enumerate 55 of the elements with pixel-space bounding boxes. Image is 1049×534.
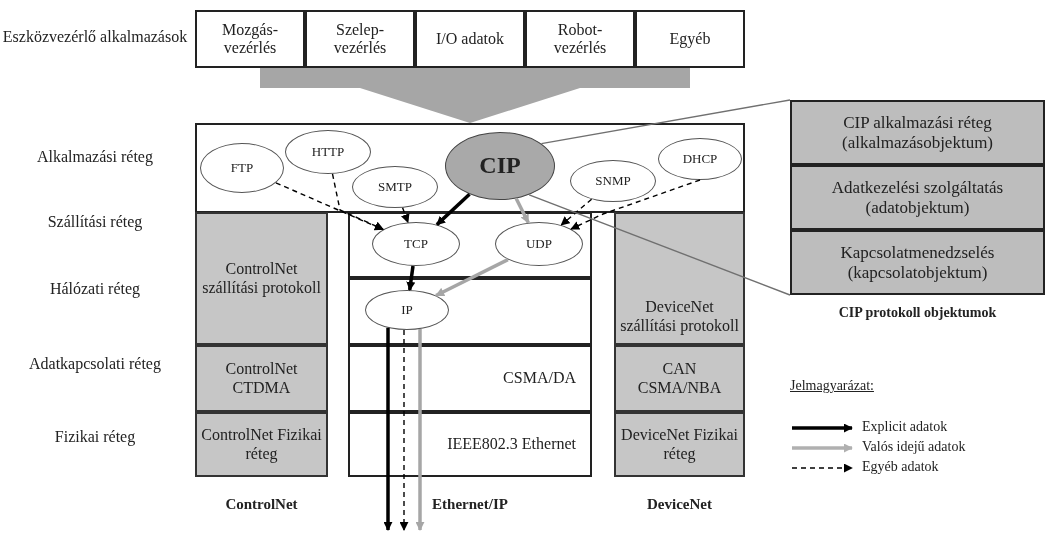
protocol-ellipse: IP bbox=[365, 290, 449, 330]
protocol-ellipse: FTP bbox=[200, 143, 284, 193]
arrow bbox=[406, 265, 416, 291]
layer-box: ControlNet CTDMA bbox=[195, 345, 328, 412]
legend-text: Valós idejű adatok bbox=[862, 439, 966, 456]
layer-box: CAN CSMA/NBA bbox=[614, 345, 745, 412]
layer-box bbox=[348, 278, 592, 345]
legend-text: Egyéb adatok bbox=[862, 459, 939, 476]
layer-label: Adatkapcsolati réteg bbox=[28, 355, 162, 374]
object-cell: Adatkezelési szolgáltatás (adatobjektum) bbox=[790, 165, 1045, 230]
block-arrow bbox=[260, 68, 690, 123]
node-label: CIP protokoll objektumok bbox=[837, 305, 998, 322]
layer-label: Alkalmazási réteg bbox=[36, 148, 154, 167]
layer-label: Hálózati réteg bbox=[48, 280, 142, 299]
arrow bbox=[435, 193, 471, 226]
object-cell: CIP alkalmazási réteg (alkalmazásobjektum) bbox=[790, 100, 1045, 165]
protocol-ellipse: SMTP bbox=[352, 166, 438, 208]
layer-label: Eszközvezérlő alkalmazások bbox=[1, 28, 189, 47]
dashed-arrow bbox=[401, 207, 410, 224]
column-label: DeviceNet bbox=[646, 496, 713, 514]
protocol-ellipse: TCP bbox=[372, 222, 460, 266]
layer-box bbox=[348, 212, 592, 278]
column-label: ControlNet bbox=[224, 496, 299, 514]
arrow bbox=[435, 258, 509, 298]
dashed-arrow bbox=[570, 179, 701, 230]
layer-box: DeviceNet szállítási protokoll bbox=[614, 212, 745, 345]
arrow bbox=[383, 327, 393, 531]
object-table bbox=[790, 100, 1045, 295]
layer-box: CSMA/DA bbox=[348, 345, 592, 412]
layer-box: ControlNet szállítási protokoll bbox=[195, 212, 328, 345]
object-cell: Kapcsolatmenedzselés (kapcsolatobjektum) bbox=[790, 230, 1045, 295]
layer-label: Szállítási réteg bbox=[46, 213, 144, 232]
protocol-ellipse: CIP bbox=[445, 132, 555, 200]
leader-line bbox=[540, 99, 791, 145]
protocol-ellipse: HTTP bbox=[285, 130, 371, 174]
protocol-ellipse: SNMP bbox=[570, 160, 656, 202]
arrow bbox=[415, 329, 425, 531]
layer-box: DeviceNet Fizikai réteg bbox=[614, 412, 745, 477]
leader-line bbox=[528, 194, 791, 296]
layer-band bbox=[195, 123, 745, 213]
dashed-arrow bbox=[560, 198, 593, 226]
dashed-arrow bbox=[399, 329, 409, 531]
legend-title: Jelmagyarázat: bbox=[790, 378, 875, 395]
dashed-arrow bbox=[331, 173, 384, 231]
application-cell: Robot- vezérlés bbox=[525, 10, 635, 68]
layer-box: ControlNet Fizikai réteg bbox=[195, 412, 328, 477]
application-cell: Szelep- vezérlés bbox=[305, 10, 415, 68]
application-cell: I/O adatok bbox=[415, 10, 525, 68]
layer-box: IEEE802.3 Ethernet bbox=[348, 412, 592, 477]
legend-text: Explicit adatok bbox=[862, 419, 948, 436]
layer-label: Fizikai réteg bbox=[53, 428, 137, 447]
arrow bbox=[514, 197, 530, 224]
protocol-ellipse: UDP bbox=[495, 222, 583, 266]
column-label: Ethernet/IP bbox=[431, 496, 509, 514]
protocol-ellipse: DHCP bbox=[658, 138, 742, 180]
